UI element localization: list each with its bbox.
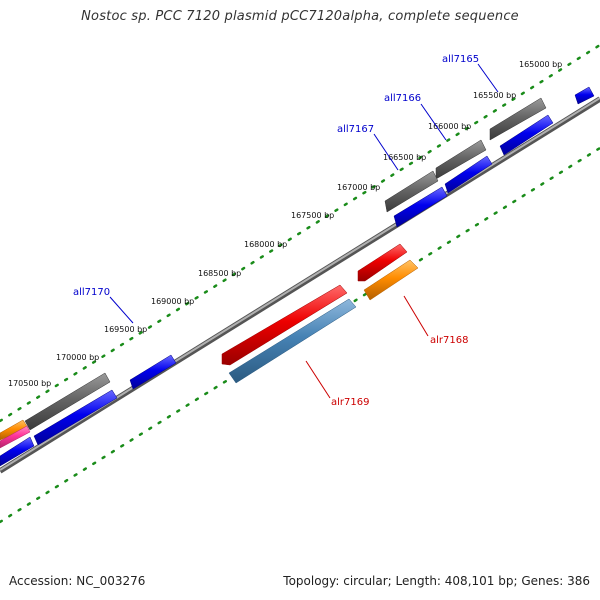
tick-label-167500: 167500 bp [291,211,334,220]
gene-arrow-blue[interactable] [0,436,35,467]
topology-text: Topology: circular; Length: 408,101 bp; … [283,574,590,588]
gene-labels: all7165 all7166 all7167 all7170 alr7168 … [73,54,479,408]
gene-label-all7167[interactable]: all7167 [337,124,374,135]
tick-label-170000: 170000 bp [56,353,99,362]
gene-arrow-pink[interactable] [0,425,31,449]
leader-alr7169 [305,360,331,399]
gene-label-alr7168[interactable]: alr7168 [430,335,468,346]
tick-label-169000: 169000 bp [151,297,194,306]
gene-arrow-blue[interactable] [393,186,448,228]
tick-labels: 165000 bp 165500 bp 166000 bp 166500 bp … [8,60,562,388]
gene-arrow-all7170[interactable] [129,354,177,390]
gene-arrow-blue[interactable] [444,155,493,194]
tick-label-165000: 165000 bp [519,60,562,69]
map-title: Nostoc sp. PCC 7120 plasmid pCC7120alpha… [81,9,519,24]
tick-label-170500: 170500 bp [8,379,51,388]
tick-label-168000: 168000 bp [244,240,287,249]
tick-label-169500: 169500 bp [104,325,147,334]
gene-arrow-all7166[interactable] [435,139,487,180]
gene-arrow-alr7169[interactable] [221,284,348,366]
outer-tick-ring [0,43,600,423]
gene-arrow-all7167[interactable] [384,170,439,213]
gene-label-alr7169[interactable]: alr7169 [331,397,369,408]
leader-all7170 [109,296,134,324]
accession-text: Accession: NC_003276 [9,574,146,588]
gene-label-all7166[interactable]: all7166 [384,93,421,104]
gene-label-all7165[interactable]: all7165 [442,54,479,65]
tick-label-168500: 168500 bp [198,269,241,278]
gene-arrow-blue[interactable] [499,114,554,156]
leader-all7167 [373,133,399,171]
leader-lines [109,63,499,399]
gene-arrow-all7165[interactable] [489,97,547,141]
tick-label-166500: 166500 bp [383,153,426,162]
forward-strand-genes [0,86,595,467]
gene-label-all7170[interactable]: all7170 [73,287,110,298]
tick-label-167000: 167000 bp [337,183,380,192]
gene-arrow-blue[interactable] [574,86,595,105]
leader-alr7168 [403,295,429,337]
gene-arrow-blue[interactable] [33,389,118,446]
tick-label-165500: 165500 bp [473,91,516,100]
tick-label-166000: 166000 bp [428,122,471,131]
leader-all7166 [420,103,447,141]
gene-arrow-gray[interactable] [24,372,111,431]
leader-all7165 [477,63,499,93]
gene-arrow-alr7168-orange[interactable] [363,259,419,301]
gene-arrow-alr7169-steel[interactable] [228,298,357,384]
reverse-strand-genes [221,243,419,384]
gene-arrow-alr7168[interactable] [357,243,408,282]
